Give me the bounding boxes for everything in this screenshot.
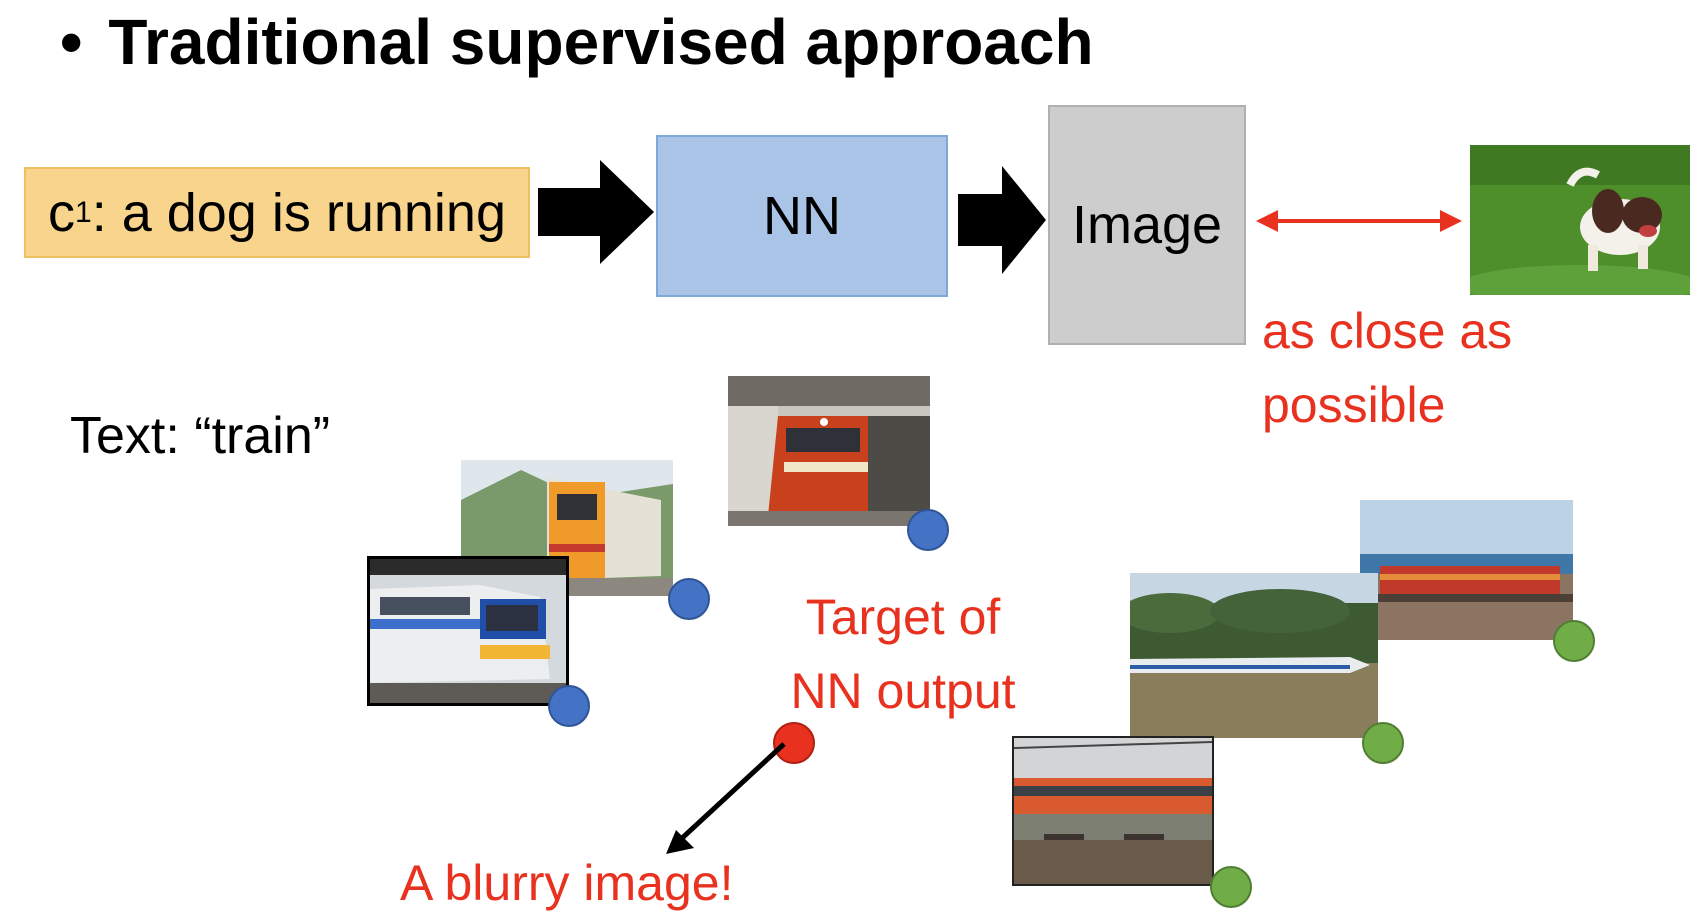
target-label-line-2: NN output <box>790 663 1016 719</box>
close-label-line-2: possible <box>1262 377 1446 433</box>
train-photo-coast-art <box>1360 500 1573 640</box>
nn-label: NN <box>763 186 841 246</box>
title-bullet: • <box>60 6 83 78</box>
train-photo-platform-art <box>728 376 930 526</box>
train-point-green-2 <box>1362 722 1404 764</box>
train-point-green-1 <box>1553 620 1595 662</box>
train-photo-station-art <box>1014 738 1212 884</box>
train-photo-station <box>1012 736 1214 886</box>
image-box: Image <box>1048 105 1246 345</box>
target-point-red <box>773 722 815 764</box>
caption-text: : a dog is running <box>91 182 506 243</box>
title-text: Traditional supervised approach <box>108 6 1094 78</box>
train-photo-coast <box>1360 500 1573 640</box>
caption-prefix: c <box>48 182 76 243</box>
text-train-label: Text: “train” <box>70 407 331 465</box>
compare-double-arrow <box>1256 210 1462 232</box>
close-label-line-1: as close as <box>1262 303 1513 359</box>
train-point-blue-1 <box>907 509 949 551</box>
arrow-to-blurry <box>666 742 786 854</box>
train-photo-green-platform <box>728 376 930 526</box>
blurry-image-label: A blurry image! <box>400 855 734 911</box>
slide-title: • Traditional supervised approach <box>60 2 1094 82</box>
caption-superscript: 1 <box>75 195 92 229</box>
train-point-blue-3 <box>548 685 590 727</box>
dog-photo <box>1470 145 1690 295</box>
train-photo-blue-art <box>370 559 566 703</box>
train-point-blue-2 <box>668 578 710 620</box>
train-photo-highspeed <box>1130 573 1378 738</box>
dog-photo-art <box>1470 145 1690 295</box>
target-label-line-1: Target of <box>805 589 1001 645</box>
image-label: Image <box>1071 195 1223 255</box>
nn-box: NN <box>656 135 948 297</box>
train-photo-blue <box>367 556 569 706</box>
arrow-caption-to-nn <box>538 160 654 264</box>
train-photo-highspeed-art <box>1130 573 1378 738</box>
close-as-possible-label: as close as possible <box>1262 294 1512 442</box>
target-label: Target of NN output <box>768 580 1038 728</box>
arrow-nn-to-image <box>958 166 1046 274</box>
train-point-green-3 <box>1210 866 1252 908</box>
